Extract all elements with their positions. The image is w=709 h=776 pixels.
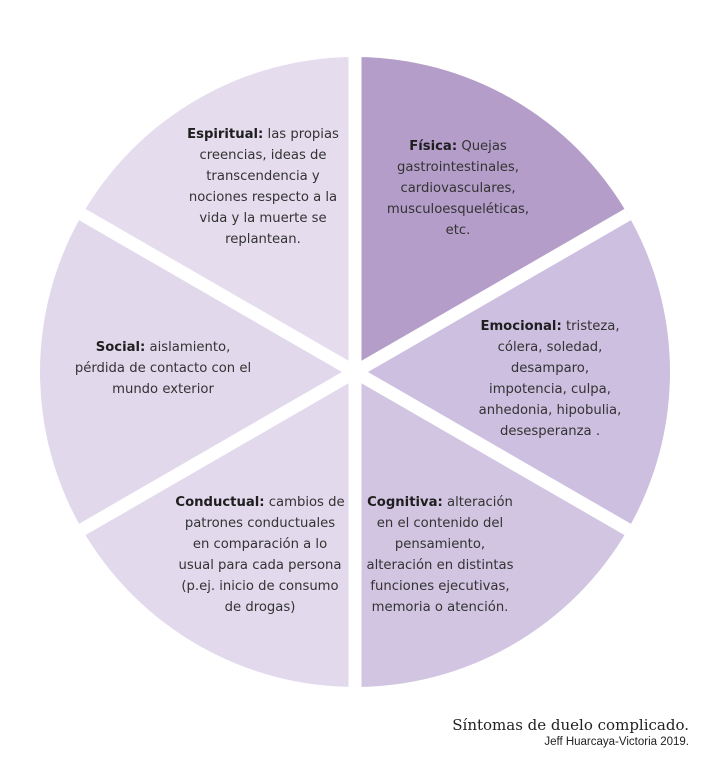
segment-conductual: [82, 372, 355, 687]
segment-espiritual: [82, 57, 355, 372]
caption-credit: Jeff Huarcaya-Victoria 2019.: [544, 736, 689, 748]
segment-separators: [78, 57, 632, 687]
label-espiritual-title: Espiritual:: [187, 127, 264, 142]
segment-cognitiva: [355, 372, 628, 687]
label-fisica-title: Física:: [409, 139, 458, 154]
label-emocional-title: Emocional:: [480, 319, 562, 334]
label-emocional: Emocional: tristeza, cólera, soledad, de…: [470, 316, 630, 442]
segment-emocional: [355, 214, 671, 530]
segment-social: [39, 214, 356, 530]
separator-line: [351, 366, 632, 536]
separator-line: [78, 366, 359, 536]
label-conductual: Conductual: cambios de patrones conductu…: [175, 492, 345, 618]
separator-line: [351, 208, 632, 378]
label-social-title: Social:: [95, 340, 146, 355]
separator-line: [78, 208, 359, 378]
label-fisica: Física: Quejas gastrointestinales, cardi…: [378, 136, 538, 241]
label-cognitiva-title: Cognitiva:: [367, 495, 443, 510]
label-social: Social: aislamiento, pérdida de contacto…: [72, 337, 254, 400]
label-conductual-title: Conductual:: [175, 495, 265, 510]
label-conductual-text: cambios de patrones conductuales en comp…: [178, 495, 345, 615]
label-emocional-text: tristeza, cólera, soledad, desamparo, im…: [478, 319, 622, 439]
segment-fisica: [355, 57, 628, 372]
label-social-text: aislamiento, pérdida de contacto con el …: [74, 340, 252, 397]
label-espiritual-text: las propias creencias, ideas de transcen…: [188, 127, 339, 247]
label-fisica-text: Quejas gastrointestinales, cardiovascula…: [386, 139, 530, 238]
caption-title: Síntomas de duelo complicado.: [452, 716, 689, 734]
label-cognitiva-text: alteración en el contenido del pensamien…: [366, 495, 514, 615]
label-espiritual: Espiritual: las propias creencias, ideas…: [178, 124, 348, 250]
figure-caption: Síntomas de duelo complicado. Jeff Huarc…: [452, 716, 689, 750]
label-cognitiva: Cognitiva: alteración en el contenido de…: [364, 492, 516, 618]
